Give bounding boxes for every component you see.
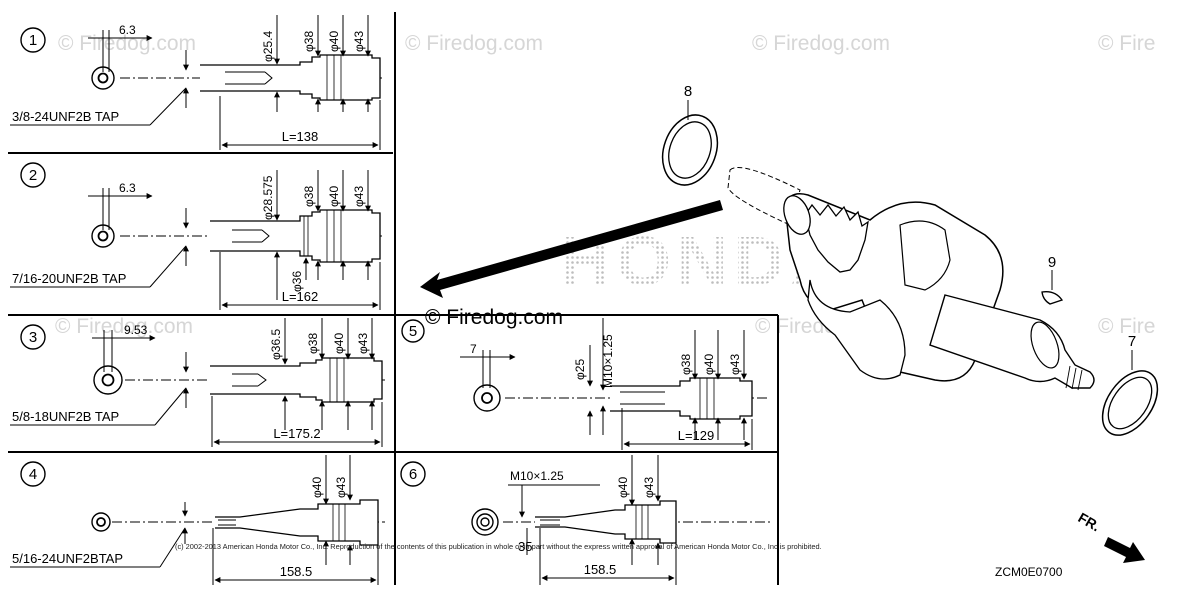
front-direction-indicator: FR. [1076,509,1145,563]
panel-1: 1 6.3 3/8-24UNF2B TAP φ25.4 φ38 φ40 [10,15,385,150]
diameter-label: φ25 [573,359,587,380]
diameter-label: φ38 [679,354,693,375]
diameter-label: φ40 [327,31,341,52]
panel-2: 2 6.3 7/16-20UNF2B TAP φ28.575 φ38 φ40 [10,162,385,310]
washer-8: 8 [661,83,719,186]
diameter-label: φ36.5 [269,329,283,360]
diameter-label: φ43 [642,477,656,498]
diameter-label: φ43 [356,333,370,354]
watermark: © Fire [1098,315,1155,338]
panel-number: 2 [29,167,37,184]
diagram-code: ZCM0E0700 [995,565,1063,579]
thread-label: M10×1.25 [510,469,564,483]
offset-dimension: 6.3 [119,181,136,195]
crankshaft-assembly: 8 9 7 [420,83,1159,436]
tap-label: 3/8-24UNF2B TAP [12,109,119,124]
callout-number: 8 [684,83,692,100]
watermark: © Fire [1098,32,1155,55]
diameter-label: φ25.4 [261,31,275,62]
diameter-label: φ38 [302,186,316,207]
assembly-arrow [420,200,723,298]
length-label: L=175.2 [273,426,320,441]
diameter-label: φ28.575 [261,175,275,220]
length-label: L=162 [282,289,319,304]
tap-label: 7/16-20UNF2B TAP [12,271,126,286]
diameter-label: φ38 [306,333,320,354]
washer-7: 7 [1101,333,1159,436]
tap-label: 5/16-24UNF2BTAP [12,551,123,566]
offset-dimension: 9.53 [124,323,148,337]
length-label: L=129 [678,428,715,443]
panel-number: 3 [29,329,37,346]
diameter-label: φ43 [352,31,366,52]
tap-label: 5/8-18UNF2B TAP [12,409,119,424]
watermark: © Firedog.com [405,32,543,55]
length-label: L=138 [282,129,319,144]
panel-number: 6 [409,466,417,483]
diameter-label: φ40 [327,186,341,207]
panel-5: 5 7 φ25 M10×1.25 φ38 φ40 φ43 L=129 [401,318,770,450]
panel-grid [8,12,779,585]
diameter-label: φ38 [302,31,316,52]
watermark: © Firedog.com [752,32,890,55]
sub-length-label: 35 [518,539,532,554]
diameter-label: φ43 [352,186,366,207]
diameter-label: φ40 [702,354,716,375]
diameter-label: φ43 [334,477,348,498]
callout-number: 7 [1128,333,1136,350]
key-9: 9 [1041,254,1064,305]
thread-label: M10×1.25 [601,334,615,388]
panel-3: 3 9.53 5/8-18UNF2B TAP φ36.5 φ38 φ40 φ43 [10,318,385,447]
copyright-notice: (c) 2002-2013 American Honda Motor Co., … [175,542,822,551]
diameter-label: φ40 [332,333,346,354]
callout-number: 9 [1048,254,1056,271]
panel-4: 4 5/16-24UNF2BTAP φ40 φ43 158.5 [10,455,385,585]
panel-6: 6 M10×1.25 φ40 φ43 35 158.5 [400,455,770,585]
arrow-icon [1104,537,1145,563]
panel-number: 4 [29,466,37,483]
diameter-label: φ40 [616,477,630,498]
watermark: © Firedog.com [55,315,193,338]
direction-label: FR. [1076,509,1104,534]
offset-dimension: 7 [470,342,477,356]
diameter-label: φ36 [290,271,304,292]
diameter-label: φ43 [728,354,742,375]
length-label: 158.5 [584,562,617,577]
diameter-label: φ40 [310,477,324,498]
length-label: 158.5 [280,564,313,579]
offset-dimension: 6.3 [119,23,136,37]
panel-number: 5 [409,323,417,340]
watermark-dark: © Firedog.com [425,306,563,329]
panel-number: 1 [29,32,37,49]
